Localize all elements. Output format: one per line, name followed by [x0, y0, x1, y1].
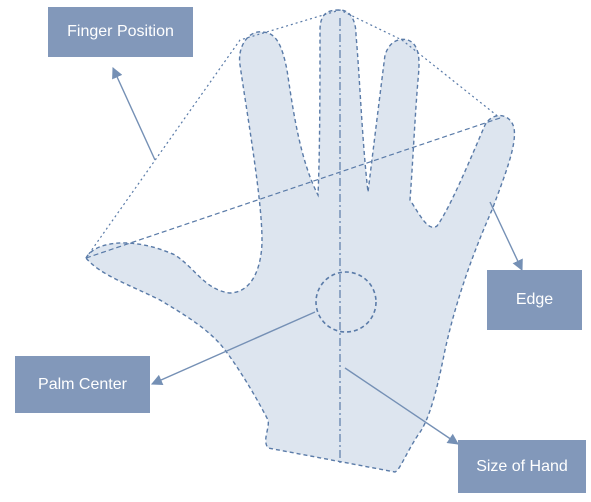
hand-silhouette: [86, 10, 514, 472]
finger-position-arrow: [113, 68, 155, 160]
edge-label: Edge: [487, 270, 582, 330]
edge-arrow: [490, 202, 522, 270]
finger-position-label: Finger Position: [48, 7, 193, 57]
palm-center-label: Palm Center: [15, 356, 150, 413]
size-of-hand-label: Size of Hand: [458, 440, 586, 493]
